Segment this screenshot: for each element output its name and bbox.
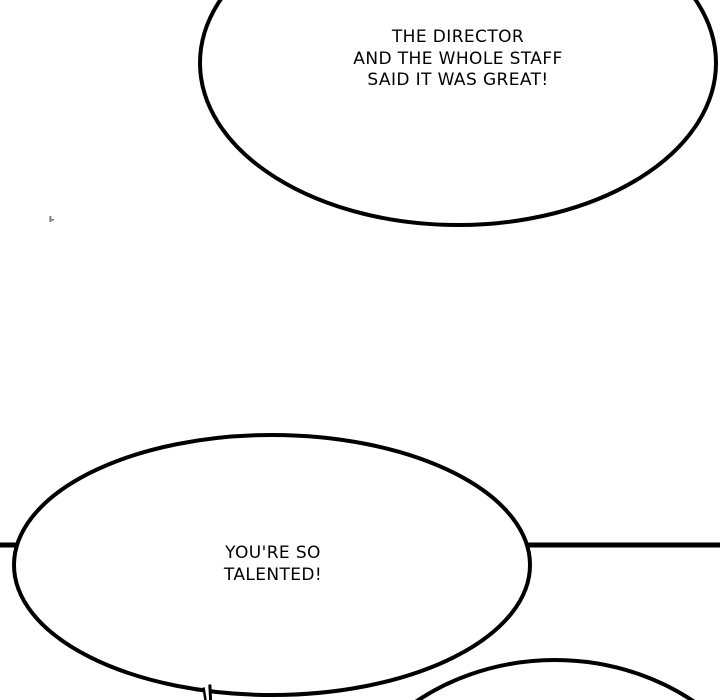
speech-bubble-top-text: THE DIRECTOR AND THE WHOLE STAFF SAID IT… bbox=[258, 27, 658, 92]
bubble-tail-right-line bbox=[208, 684, 213, 700]
dialogue-line: YOU'RE SO bbox=[225, 543, 321, 563]
speech-bubble-partial-bottom-outline bbox=[414, 658, 696, 700]
ink-speck bbox=[49, 216, 54, 222]
bubble-tail-left-line bbox=[202, 687, 207, 700]
speech-bubble-top-outline bbox=[198, 0, 718, 227]
bubble-tail-gap bbox=[203, 685, 210, 700]
dialogue-line: SAID IT WAS GREAT! bbox=[367, 70, 549, 91]
dialogue-line: TALENTED! bbox=[223, 564, 323, 585]
speech-bubble-talented-outline bbox=[12, 433, 532, 697]
dialogue-line: THE DIRECTOR bbox=[391, 27, 525, 47]
dialogue-line: AND THE WHOLE STAFF bbox=[353, 48, 563, 69]
speech-bubble-talented-text: YOU'RE SO TALENTED! bbox=[123, 543, 423, 586]
